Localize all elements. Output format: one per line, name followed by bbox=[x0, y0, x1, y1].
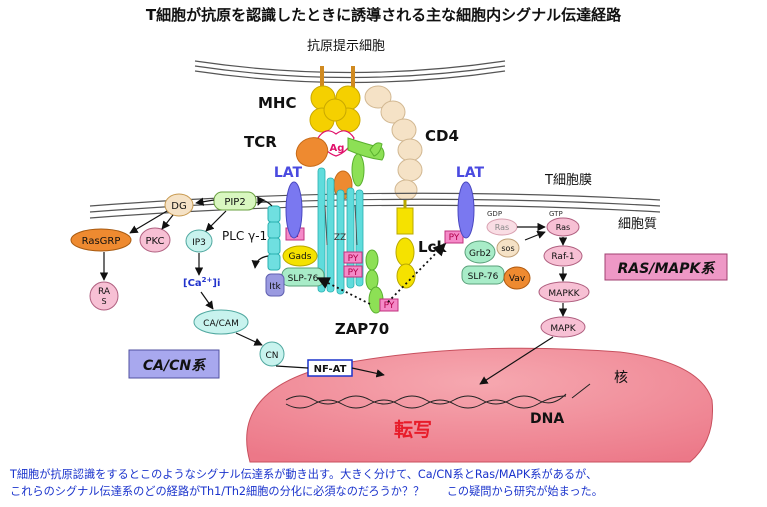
ca-cam-node: CA/CAM bbox=[193, 309, 249, 335]
lat-left-molecule bbox=[285, 181, 303, 239]
mhc-label: MHC bbox=[258, 94, 297, 112]
cd3-molecule bbox=[347, 137, 385, 187]
svg-text:PY: PY bbox=[384, 301, 395, 311]
calcium-label: [Ca2+]i bbox=[183, 276, 220, 289]
page-title: T細胞が抗原を認識したときに誘導される主な細胞内シグナル伝達経路 bbox=[145, 6, 622, 24]
slp76-left-node: SLP-76 bbox=[281, 267, 325, 287]
svg-text:SLP-76: SLP-76 bbox=[288, 274, 319, 284]
zap70-label: ZAP70 bbox=[335, 320, 389, 338]
svg-text:DG: DG bbox=[171, 201, 186, 212]
svg-text:SLP-76: SLP-76 bbox=[468, 272, 499, 282]
dna-helix bbox=[285, 383, 591, 409]
svg-text:IP3: IP3 bbox=[192, 238, 206, 248]
svg-text:CA/CAM: CA/CAM bbox=[203, 319, 239, 329]
svg-text:RAS/MAPK系: RAS/MAPK系 bbox=[618, 261, 717, 277]
svg-text:CN: CN bbox=[265, 351, 278, 361]
ip3-node: IP3 bbox=[185, 229, 213, 253]
tcr-molecule bbox=[295, 137, 353, 200]
svg-text:MAPKK: MAPKK bbox=[548, 289, 580, 299]
apc-label: 抗原提示細胞 bbox=[307, 38, 385, 54]
vav-node: Vav bbox=[503, 266, 531, 290]
svg-text:Grb2: Grb2 bbox=[469, 249, 491, 259]
sos-node: sos bbox=[496, 238, 520, 258]
zap70-molecule bbox=[365, 249, 384, 314]
zap70-dotted-arrows bbox=[316, 243, 446, 305]
cd4-molecule bbox=[364, 85, 423, 201]
slp76-right-node: SLP-76 bbox=[461, 265, 505, 285]
caption: T細胞が抗原認識をするとこのようなシグナル伝達系が動き出す。大きく分けて、Ca/… bbox=[10, 466, 760, 500]
ras-gdp-node: Ras bbox=[486, 218, 518, 236]
svg-text:RA: RA bbox=[98, 287, 111, 297]
svg-text:PKC: PKC bbox=[145, 236, 164, 247]
raf1-node: Raf-1 bbox=[543, 245, 583, 267]
lat-right-label: LAT bbox=[456, 165, 485, 181]
lat-left-label: LAT bbox=[274, 165, 303, 181]
mhc-anchors bbox=[320, 66, 355, 92]
ras-s-node: RA S bbox=[89, 281, 119, 311]
svg-text:S: S bbox=[101, 297, 106, 306]
nucleus-label: 核 bbox=[614, 370, 628, 386]
pkc-node: PKC bbox=[139, 227, 171, 253]
dna-label: DNA bbox=[530, 411, 564, 427]
pathway-arrows bbox=[99, 196, 568, 385]
lck-molecule bbox=[395, 200, 416, 289]
plc-gamma-molecule bbox=[267, 205, 281, 271]
lat-right-molecule bbox=[457, 181, 475, 239]
caption-line-2: これらのシグナル伝達系のどの経路がTh1/Th2細胞の分化に必須なのだろうか？？… bbox=[10, 485, 603, 498]
plc-label: PLC γ-1 bbox=[222, 229, 267, 243]
membrane-label: T細胞膜 bbox=[544, 173, 592, 188]
svg-text:Ras: Ras bbox=[556, 223, 570, 232]
svg-text:Ag: Ag bbox=[330, 143, 345, 154]
svg-text:PY: PY bbox=[449, 233, 460, 243]
svg-text:PY: PY bbox=[348, 254, 359, 264]
svg-text:Gads: Gads bbox=[289, 252, 312, 262]
mapk-node: MAPK bbox=[540, 316, 586, 338]
grb2-node: Grb2 bbox=[464, 240, 496, 264]
svg-text:PIP2: PIP2 bbox=[224, 197, 245, 208]
lck-label: Lck bbox=[418, 238, 447, 256]
zz-label: ZZ bbox=[334, 233, 346, 243]
rasgrp-node: RasGRP bbox=[70, 228, 132, 252]
apc-membrane bbox=[194, 60, 506, 84]
svg-text:Itk: Itk bbox=[269, 282, 281, 292]
pip2-node: PIP2 bbox=[213, 191, 257, 211]
svg-text:Raf-1: Raf-1 bbox=[551, 252, 574, 262]
cytoplasm-label: 細胞質 bbox=[618, 217, 657, 232]
caption-line-1: T細胞が抗原認識をするとこのようなシグナル伝達系が動き出す。大きく分けて、Ca/… bbox=[10, 468, 598, 481]
gads-node: Gads bbox=[282, 245, 318, 267]
ca-cn-system-box: CA/CN系 bbox=[128, 349, 220, 379]
mapkk-node: MAPKK bbox=[538, 281, 590, 303]
transcription-label: 転写 bbox=[394, 419, 432, 441]
svg-text:MAPK: MAPK bbox=[550, 324, 576, 334]
ras-mapk-system-box: RAS/MAPK系 bbox=[604, 253, 728, 281]
svg-text:Ras: Ras bbox=[495, 223, 509, 232]
ras-gtp-node: Ras bbox=[546, 217, 580, 237]
svg-text:CA/CN系: CA/CN系 bbox=[143, 358, 207, 374]
svg-text:Vav: Vav bbox=[509, 274, 526, 284]
gtp-label: GTP bbox=[549, 210, 563, 218]
cd4-label: CD4 bbox=[425, 127, 459, 145]
itk-node: Itk bbox=[265, 273, 285, 297]
dg-node: DG bbox=[164, 193, 194, 217]
gdp-label: GDP bbox=[487, 210, 502, 218]
svg-text:sos: sos bbox=[501, 244, 514, 253]
svg-text:NF-AT: NF-AT bbox=[314, 364, 347, 375]
svg-text:PY: PY bbox=[348, 268, 359, 278]
tcr-label: TCR bbox=[244, 133, 277, 151]
nfat-node: NF-AT bbox=[307, 359, 353, 377]
mhc-molecule bbox=[309, 85, 361, 133]
svg-text:RasGRP: RasGRP bbox=[82, 236, 121, 247]
cn-node: CN bbox=[259, 341, 285, 367]
